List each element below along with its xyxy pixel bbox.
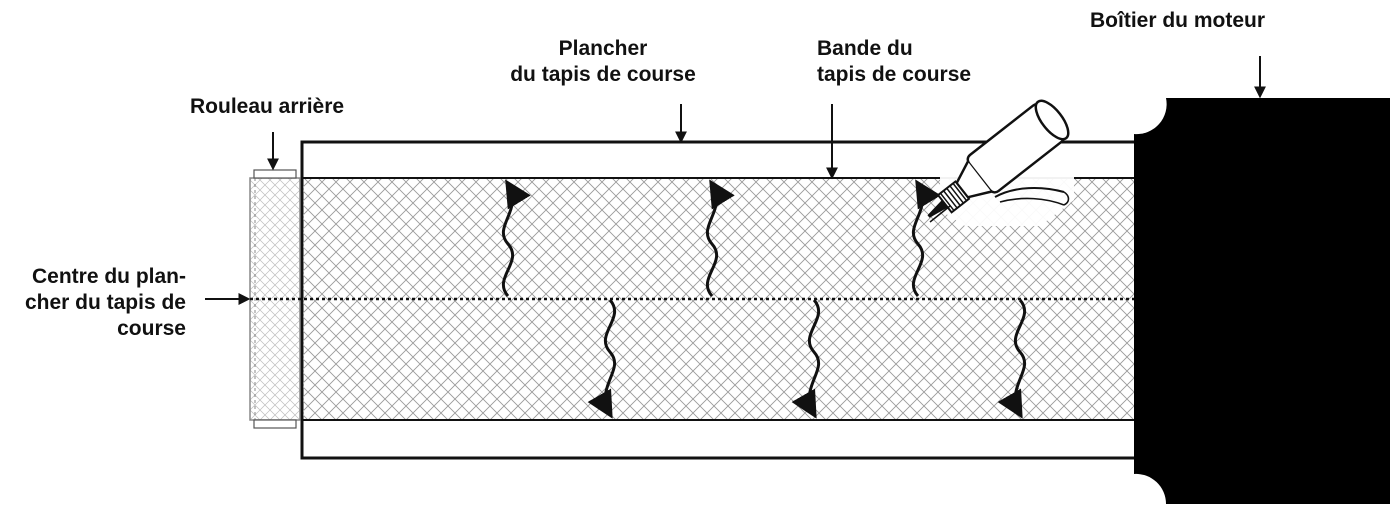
label-floor-line-1: Plancher [558,37,648,60]
label-floor-center-line-1: Centre du plan- [31,265,186,288]
label-floor-center: Centre du plan- cher du tapis de course [4,264,186,342]
label-floor: Plancher du tapis de course [498,36,708,88]
label-belt-line-1: Bande du [817,37,913,60]
wavy-arrow-icon [911,179,941,297]
motor-housing [1134,98,1390,504]
label-floor-center-line-2: cher du tapis de [24,291,186,314]
rear-roller-cap-bottom [253,419,297,429]
wavy-arrow-icon [501,179,531,297]
label-belt-line-2: tapis de course [817,63,972,86]
wavy-arrow-icon [997,299,1027,419]
wavy-arrow-icon [587,299,617,419]
lubricant-bottle-icon [927,99,1074,226]
label-rear-roller: Rouleau arrière [190,95,345,118]
wavy-arrow-icon [791,299,821,419]
wavy-arrow-icon [705,179,735,297]
label-floor-line-2: du tapis de course [510,63,696,86]
label-floor-center-line-3: course [117,317,186,340]
label-belt: Bande du tapis de course [817,36,1007,88]
label-motor-housing: Boîtier du moteur [1090,9,1266,32]
rear-roller-cap-top [253,169,297,179]
